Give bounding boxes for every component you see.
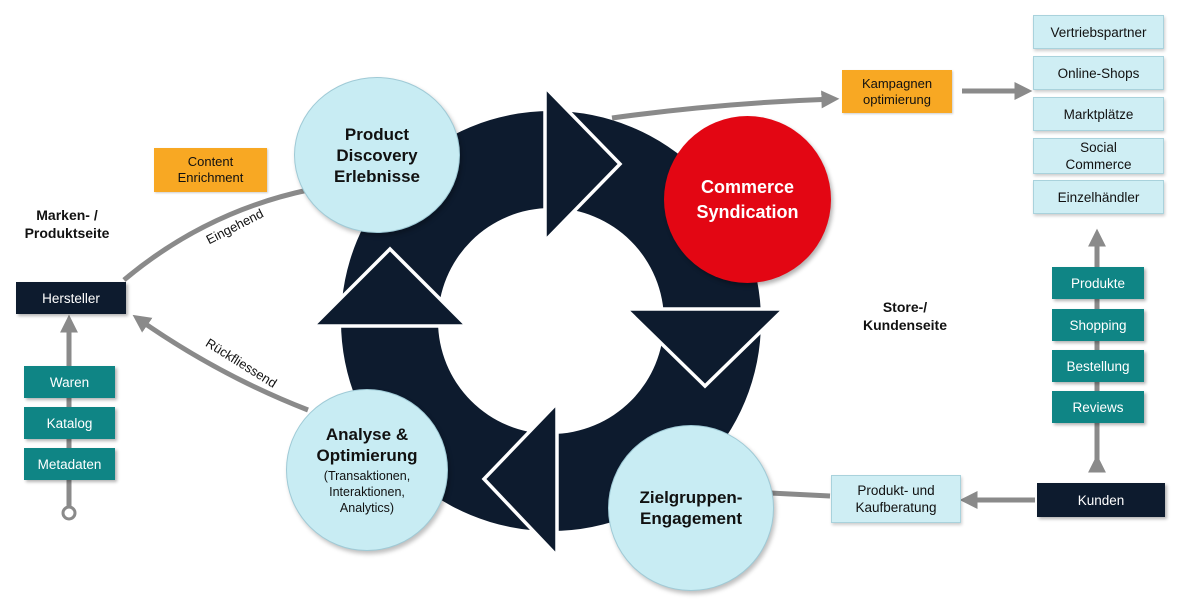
connector-cycle-to-kampagnen [611, 90, 840, 121]
channel-social-commerce: Social Commerce [1033, 138, 1164, 174]
node-analyse-optimierung-subtitle: (Transaktionen, Interaktionen, Analytics… [323, 469, 411, 515]
node-commerce-syndication-title: Commerce Syndication [696, 176, 799, 222]
heading-marken-produktseite: Marken- / Produktseite [24, 207, 110, 241]
flow-item-bestellung: Bestellung [1052, 350, 1144, 382]
node-product-discovery-title: Product Discovery Erlebnisse [334, 124, 420, 186]
channel-einzelhaendler: Einzelhändler [1033, 180, 1164, 214]
connector-hersteller-to-discovery [122, 187, 309, 282]
stack-item-metadaten: Metadaten [24, 448, 115, 480]
node-zielgruppen-engagement: Zielgruppen-Engagement [608, 425, 774, 591]
connector-beratung-to-engagement [769, 490, 831, 499]
stack-item-katalog: Katalog [24, 407, 115, 439]
channel-online-shops: Online-Shops [1033, 56, 1164, 90]
node-analyse-optimierung-title: Analyse & Optimierung [316, 425, 418, 465]
node-analyse-optimierung: Analyse & Optimierung (Transaktionen, In… [286, 389, 448, 551]
cycle-arrowhead-bottom [481, 398, 559, 561]
node-product-discovery: Product Discovery Erlebnisse [294, 77, 460, 233]
box-content-enrichment: Content Enrichment [154, 148, 267, 192]
connector-analyse-to-hersteller [132, 314, 309, 413]
channel-marktplaetze: Marktplätze [1033, 97, 1164, 131]
flow-item-reviews: Reviews [1052, 391, 1144, 423]
stack-origin-node [61, 505, 77, 521]
box-kunden: Kunden [1037, 483, 1165, 517]
stack-item-waren: Waren [24, 366, 115, 398]
cycle-arrowhead-right [621, 307, 789, 389]
node-zielgruppen-engagement-title: Zielgruppen-Engagement [639, 488, 743, 528]
flow-item-produkte: Produkte [1052, 267, 1144, 299]
node-commerce-syndication: Commerce Syndication [664, 116, 831, 283]
box-kampagnen-optimierung: Kampagnen optimierung [842, 70, 952, 113]
flow-item-shopping: Shopping [1052, 309, 1144, 341]
cycle-arrowhead-top [543, 82, 623, 246]
heading-store-kundenseite: Store-/ Kundenseite [862, 299, 947, 333]
cycle-ring [341, 111, 761, 531]
box-produkt-kaufberatung: Produkt- und Kaufberatung [831, 475, 961, 523]
box-hersteller: Hersteller [16, 282, 126, 314]
cycle-arrowhead-left [308, 246, 472, 328]
channel-vertriebspartner: Vertriebspartner [1033, 15, 1164, 49]
